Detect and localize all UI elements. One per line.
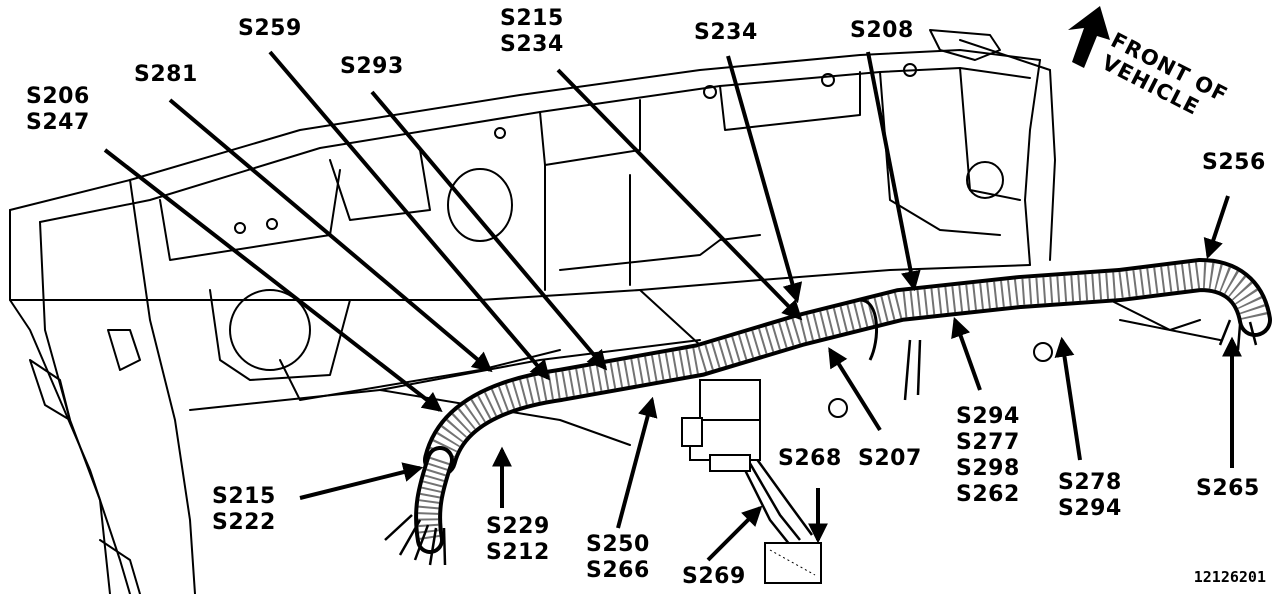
callout-s259: S259 <box>238 16 302 41</box>
leader-s215-top <box>556 68 803 321</box>
figure-id: 12126201 <box>1193 568 1266 586</box>
callout-s293: S293 <box>340 54 404 79</box>
leader-s234 <box>726 55 803 304</box>
leader-s281 <box>168 98 493 373</box>
panel-top-edge-inner <box>39 67 1031 223</box>
leader-s259 <box>268 50 551 381</box>
leader-s278 <box>1054 336 1082 461</box>
callout-s268: S268 <box>778 446 842 471</box>
callout-s256: S256 <box>1202 150 1266 175</box>
leader-lines <box>103 50 1242 562</box>
panel-right-edge <box>1024 59 1041 266</box>
callout-s281: S281 <box>134 62 198 87</box>
leader-s256 <box>1203 195 1230 260</box>
callout-s265: S265 <box>1196 476 1260 501</box>
leader-s294 <box>951 316 982 391</box>
callout-s207: S207 <box>858 446 922 471</box>
leader-s250 <box>616 396 658 529</box>
panel-left-inner <box>129 179 196 594</box>
leader-s206 <box>103 148 443 413</box>
leader-s208 <box>866 51 921 292</box>
panel-right-pillar <box>1049 69 1056 261</box>
leader-s207 <box>828 347 882 432</box>
leader-s215-bottom <box>299 462 424 500</box>
leader-s269 <box>706 505 763 562</box>
callout-s269: S269 <box>682 564 746 589</box>
callout-s234: S234 <box>694 20 758 45</box>
orientation-arrow-icon <box>1068 6 1110 68</box>
leader-s293 <box>370 90 608 371</box>
panel-left-outer <box>9 209 131 594</box>
wiring-harness <box>384 257 1272 584</box>
callout-s208: S208 <box>850 18 914 43</box>
